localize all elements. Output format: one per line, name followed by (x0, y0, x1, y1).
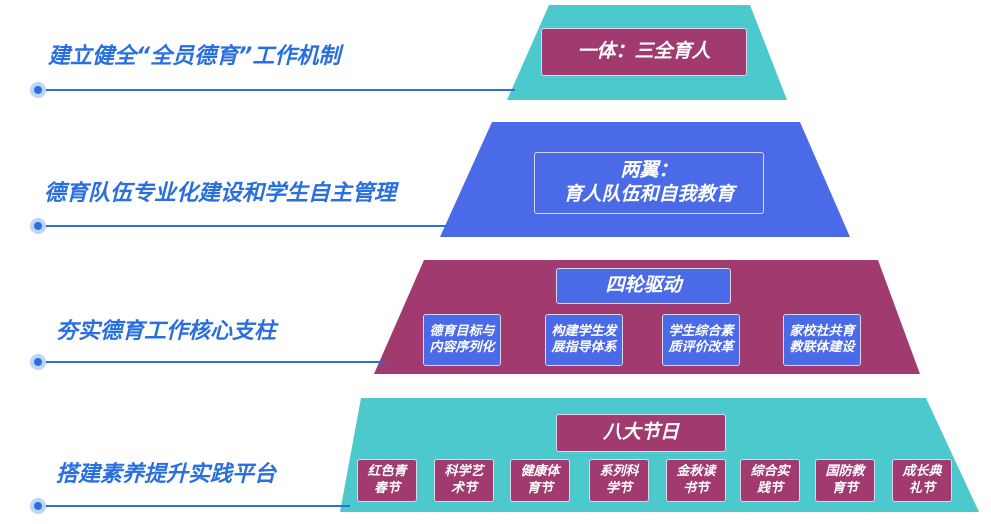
item-line: 综合实 (750, 464, 790, 480)
item-line: 书节 (682, 480, 709, 496)
item-line: 科学艺 (444, 464, 484, 480)
tier4-item: 金秋读书节 (666, 459, 726, 502)
tier3-label: 夯实德育工作核心支柱 (56, 319, 277, 344)
item-line: 礼节 (908, 480, 935, 496)
item-line: 术节 (450, 480, 477, 496)
tier4-dot (30, 498, 46, 514)
tier3-item: 学生综合素质评价改革 (662, 314, 740, 366)
tier3-item: 构建学生发展指导体系 (545, 314, 623, 366)
item-line: 红色青 (367, 464, 407, 480)
tier4-item: 成长典礼节 (892, 459, 952, 502)
tier4-item: 国防教育节 (815, 459, 875, 502)
tier1-dot (30, 82, 46, 98)
item-line: 育节 (526, 480, 553, 496)
tier1-title: 一体：三全育人 (541, 28, 747, 76)
tier4-label: 搭建素养提升实践平台 (56, 462, 277, 487)
item-line: 德育目标与 (429, 323, 495, 339)
tier2-dot (30, 218, 46, 234)
item-line: 国防教 (825, 464, 865, 480)
tier3-title: 四轮驱动 (556, 268, 731, 304)
item-line: 践节 (756, 480, 783, 496)
item-line: 健康体 (520, 464, 560, 480)
tier1-label: 建立健全“全员德育”工作机制 (48, 44, 341, 69)
tier4-item: 健康体育节 (510, 459, 570, 502)
item-line: 成长典 (902, 464, 942, 480)
tier4-item: 综合实践节 (740, 459, 800, 502)
item-line: 家校社共育 (789, 323, 855, 339)
tier4-title: 八大节日 (556, 414, 726, 452)
tier4-item: 红色青春节 (357, 459, 417, 502)
item-line: 教联体建设 (789, 340, 855, 355)
item-line: 学节 (605, 480, 632, 496)
item-line: 构建学生发 (551, 323, 617, 339)
item-line: 质评价改革 (668, 340, 734, 355)
tier2-label: 德育队伍专业化建设和学生自主管理 (44, 181, 397, 206)
item-line: 展指导体系 (551, 340, 617, 355)
item-line: 育节 (831, 480, 858, 496)
tier4-item: 科学艺术节 (434, 459, 494, 502)
item-line: 系列科 (599, 464, 639, 480)
tier3-dot (30, 354, 46, 370)
tier2-title-line2: 育人队伍和自我教育 (563, 183, 735, 205)
tier4-item: 系列科学节 (589, 459, 649, 502)
tier2-title-line1: 两翼： (620, 159, 678, 182)
item-line: 金秋读 (676, 464, 716, 480)
item-line: 学生综合素 (668, 323, 734, 339)
tier3-item: 德育目标与内容序列化 (423, 314, 501, 366)
item-line: 春节 (373, 480, 400, 496)
tier3-item: 家校社共育教联体建设 (783, 314, 861, 366)
item-line: 内容序列化 (429, 340, 495, 355)
tier2-title: 两翼： 育人队伍和自我教育 (534, 152, 764, 214)
